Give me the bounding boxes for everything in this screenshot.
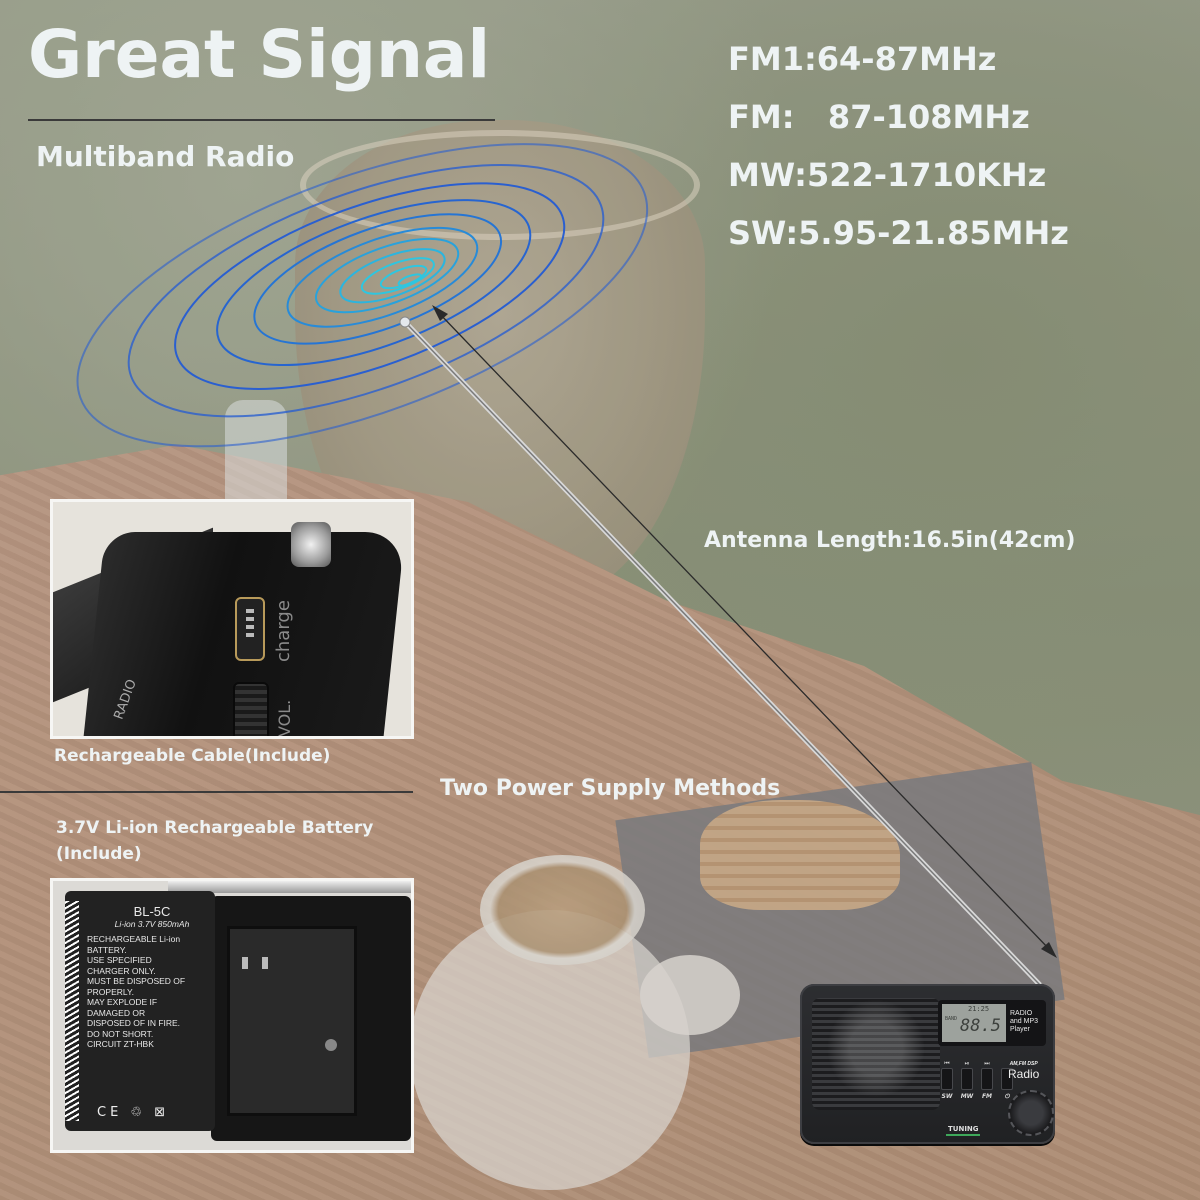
lcd-frequency: 88.5 xyxy=(960,1016,1001,1036)
battery-caption-line1: 3.7V Li-ion Rechargeable Battery xyxy=(56,818,374,838)
power-button[interactable]: ⏻ xyxy=(1000,1060,1014,1101)
tuning-knob[interactable] xyxy=(1008,1090,1054,1136)
volume-wheel xyxy=(233,682,269,736)
sw-button[interactable]: ⏮ SW xyxy=(940,1060,954,1101)
certification-marks-icon: CE ♲ ⊠ xyxy=(97,1105,170,1120)
battery-warning: BATTERY. xyxy=(87,944,127,955)
battery-stripe xyxy=(65,901,79,1121)
compartment-inner xyxy=(227,926,357,1116)
brand-big: Radio xyxy=(1008,1067,1040,1081)
screw-icon xyxy=(325,1039,337,1051)
lcd-label-line: and MP3 xyxy=(1010,1018,1039,1025)
previous-icon: ⏮ xyxy=(944,1060,950,1067)
switch[interactable] xyxy=(961,1068,973,1090)
lcd-screen: 21:25 BAND 88.5 xyxy=(942,1004,1006,1042)
battery-warning: USE SPECIFIED xyxy=(87,955,152,965)
display-panel: 21:25 BAND 88.5 RADIO and MP3 Player xyxy=(938,1000,1046,1046)
band-sw: SW:5.95-21.85MHz xyxy=(728,214,1069,252)
frequency-band-list: FM1:64-87MHz FM: 87-108MHz MW:522-1710KH… xyxy=(728,30,1069,262)
battery-warning: DAMAGED OR xyxy=(87,1007,146,1018)
mw-button[interactable]: ⏯ MW xyxy=(960,1060,974,1101)
contact-pin xyxy=(262,957,268,969)
page-title: Great Signal xyxy=(28,16,491,93)
battery-caption-line2: (Include) xyxy=(56,844,142,864)
battery-compartment xyxy=(211,896,411,1141)
contact-pin xyxy=(242,957,248,969)
charge-label: charge xyxy=(273,600,294,662)
battery-warning: CHARGER ONLY. xyxy=(87,965,156,976)
band-fm: FM: 87-108MHz xyxy=(728,98,1030,136)
lcd-side-label: RADIO and MP3 Player xyxy=(1010,1010,1038,1034)
band-mw: MW:522-1710KHz xyxy=(728,156,1047,194)
button-label: MW xyxy=(960,1093,974,1100)
cable-photo: charge VOL. RADIO xyxy=(50,499,414,739)
power-supply-heading: Two Power Supply Methods xyxy=(440,776,781,801)
lcd-label-line: Player xyxy=(1010,1026,1030,1033)
play-pause-icon: ⏯ xyxy=(964,1060,970,1067)
fm-button[interactable]: ⏭ FM xyxy=(980,1060,994,1101)
title-divider xyxy=(28,119,495,121)
volume-label: VOL. xyxy=(275,699,294,737)
battery-caption: 3.7V Li-ion Rechargeable Battery (Includ… xyxy=(56,815,436,867)
button-label: SW xyxy=(941,1093,953,1100)
cable-caption: Rechargeable Cable(Include) xyxy=(54,746,331,766)
tuning-indicator xyxy=(946,1134,980,1136)
band-buttons: ⏮ SW ⏯ MW ⏭ FM ⏻ xyxy=(940,1060,1014,1101)
speaker-grille xyxy=(812,998,940,1110)
battery-warning: PROPERLY. xyxy=(87,986,134,997)
page-subtitle: Multiband Radio xyxy=(36,140,295,173)
switch[interactable] xyxy=(981,1068,993,1090)
switch[interactable] xyxy=(941,1068,953,1090)
usb-port-icon xyxy=(235,597,265,661)
battery-model: BL-5C xyxy=(133,904,171,919)
antenna-length-label: Antenna Length:16.5in(42cm) xyxy=(704,528,1076,553)
battery-label: BL-5C Li-ion 3.7V 850mAh RECHARGEABLE Li… xyxy=(87,904,217,1050)
battery-warning: DO NOT SHORT. xyxy=(87,1028,154,1039)
tuning-label: TUNING xyxy=(948,1125,979,1133)
battery-warning: RECHARGEABLE Li-ion xyxy=(87,934,181,944)
switch[interactable] xyxy=(1001,1068,1013,1090)
battery-spec: Li-ion 3.7V 850mAh xyxy=(114,918,190,929)
antenna-base-icon xyxy=(291,522,331,567)
band-fm1: FM1:64-87MHz xyxy=(728,40,997,78)
lcd-clock: 21:25 xyxy=(968,1005,990,1013)
next-icon: ⏭ xyxy=(984,1060,990,1067)
power-icon: ⏻ xyxy=(1004,1093,1010,1100)
radio-brand: AM,FM DSP Radio xyxy=(1008,1061,1039,1081)
lcd-label-line: RADIO xyxy=(1010,1010,1033,1017)
antenna-rod xyxy=(168,881,411,893)
power-divider xyxy=(0,791,413,793)
battery-warning: MUST BE DISPOSED OF xyxy=(87,976,186,986)
battery-pack: BL-5C Li-ion 3.7V 850mAh RECHARGEABLE Li… xyxy=(65,891,215,1131)
battery-warning: CIRCUIT ZT-HBK xyxy=(87,1039,154,1049)
battery-warning: DISPOSED OF IN FIRE. xyxy=(87,1018,181,1028)
brand-small: AM,FM DSP xyxy=(1009,1061,1038,1067)
battery-photo: BL-5C Li-ion 3.7V 850mAh RECHARGEABLE Li… xyxy=(50,878,414,1153)
lcd-band: BAND xyxy=(945,1016,958,1022)
radio-device: 21:25 BAND 88.5 RADIO and MP3 Player ⏮ S… xyxy=(800,984,1055,1144)
battery-warning: MAY EXPLODE IF xyxy=(87,997,158,1007)
button-label: FM xyxy=(981,1093,993,1100)
